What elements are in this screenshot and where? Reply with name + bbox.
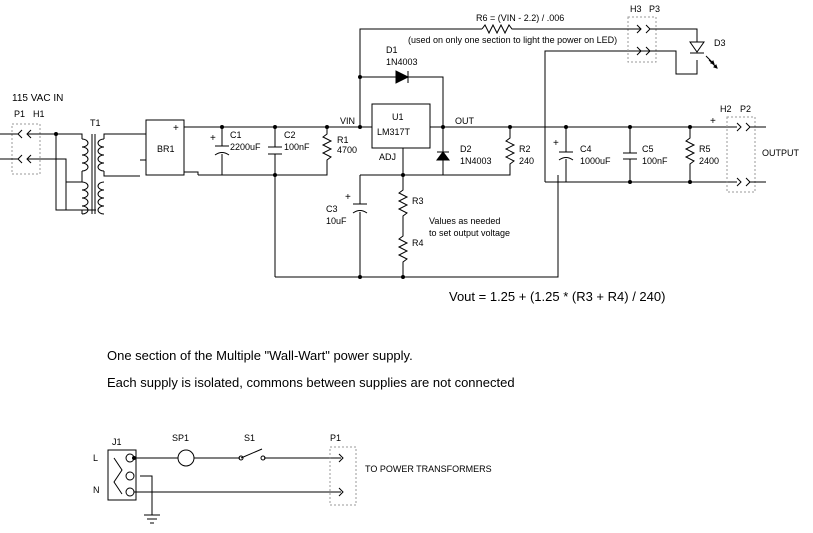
c3-ref: C3 [326,204,338,214]
r5-value: 2400 [699,156,719,166]
c3-plus: + [345,192,351,203]
vout-formula: Vout = 1.25 + (1.25 * (R3 + R4) / 240) [449,289,665,304]
switch-s1 [238,448,266,461]
ac-input-label: 115 VAC IN [12,93,63,104]
fuse-sp1 [177,449,195,467]
capacitor-c3: + [345,175,368,279]
resistor-r4 [397,232,409,279]
d2-value: 1N4003 [460,156,492,166]
output-rails [545,126,737,183]
r5-ref: R5 [699,144,711,154]
bridge-rectifier-br1 [145,119,185,176]
c3-value: 10uF [326,216,347,226]
resistor-r5 [684,125,696,184]
capacitor-c5 [623,125,637,184]
r2-value: 240 [519,156,534,166]
p1-bottom-label: P1 [330,433,341,443]
c1-value: 2200uF [230,142,261,152]
h3-p3-pins [600,24,698,75]
p3-label: P3 [649,4,660,14]
h2-label: H2 [720,104,732,114]
h2-p2-pins [736,122,766,187]
p1-bottom-outline [329,446,357,506]
d3-label: D3 [714,38,726,48]
values-note-1: Values as needed [429,216,500,226]
d1-ref: D1 [386,45,398,55]
h1-label: H1 [33,109,45,119]
transformer-t1 [54,132,140,215]
c4-plus: + [553,138,559,149]
regulator-u1 [371,103,431,149]
values-note-2: to set output voltage [429,228,510,238]
resistor-r3 [397,175,409,232]
line-n-label: N [93,485,100,495]
line-l-label: L [93,453,98,463]
out-label: OUT [455,116,475,126]
c2-ref: C2 [284,130,296,140]
power-jack-j1 [107,449,137,501]
p2-label: P2 [740,104,751,114]
j1-label: J1 [112,437,122,447]
r2-ref: R2 [519,144,531,154]
r6-note: (used on only one section to light the p… [408,35,617,45]
br1-plus-label: + [173,123,179,134]
output-plus: + [710,116,716,127]
t1-label: T1 [90,118,101,128]
r1-ref: R1 [337,135,349,145]
resistor-r6 [481,23,600,35]
r6-formula: R6 = (VIN - 2.2) / .006 [476,13,564,23]
resistor-r2 [443,125,516,176]
c2-value: 100nF [284,142,310,152]
isolation-note: Each supply is isolated, commons between… [107,375,515,390]
h2-p2-outline [726,116,756,193]
d2-ref: D2 [460,144,472,154]
c1-plus: + [210,133,216,144]
common-rail [275,175,559,278]
u1-ref: U1 [392,112,404,122]
p1-connector-outline [11,123,41,175]
vin-label: VIN [340,116,355,126]
c4-ref: C4 [580,144,592,154]
diode-d1 [358,28,482,129]
capacitor-c4: + [553,125,574,182]
r1-value: 4700 [337,145,357,155]
mains-wiring [132,456,341,515]
capacitor-c1: + [210,125,230,175]
br1-label: BR1 [157,144,175,154]
section-note: One section of the Multiple "Wall-Wart" … [107,348,413,363]
h3-p3-outline [627,16,657,63]
led-d3 [689,41,718,69]
p1-label: P1 [14,109,25,119]
capacitor-c2 [268,125,282,277]
br1-negative-wire [184,171,199,175]
ground-symbol [144,514,160,524]
adj-label: ADJ [379,152,396,162]
c1-ref: C1 [230,130,242,140]
c5-ref: C5 [642,144,654,154]
c5-value: 100nF [642,156,668,166]
br1-input-wires [140,133,146,161]
c4-value: 1000uF [580,156,611,166]
r3-ref: R3 [412,196,424,206]
s1-label: S1 [244,433,255,443]
u1-part: LM317T [377,127,411,137]
r4-ref: R4 [412,238,424,248]
p1-connector-pins [0,129,56,164]
d1-value: 1N4003 [386,57,418,67]
output-label: OUTPUT [762,148,800,158]
led-return-wire [544,50,655,182]
resistor-r1 [275,125,333,176]
sp1-label: SP1 [172,433,189,443]
to-transformers-label: TO POWER TRANSFORMERS [365,464,492,474]
p1-bottom-pins [338,453,344,497]
h3-label: H3 [630,4,642,14]
